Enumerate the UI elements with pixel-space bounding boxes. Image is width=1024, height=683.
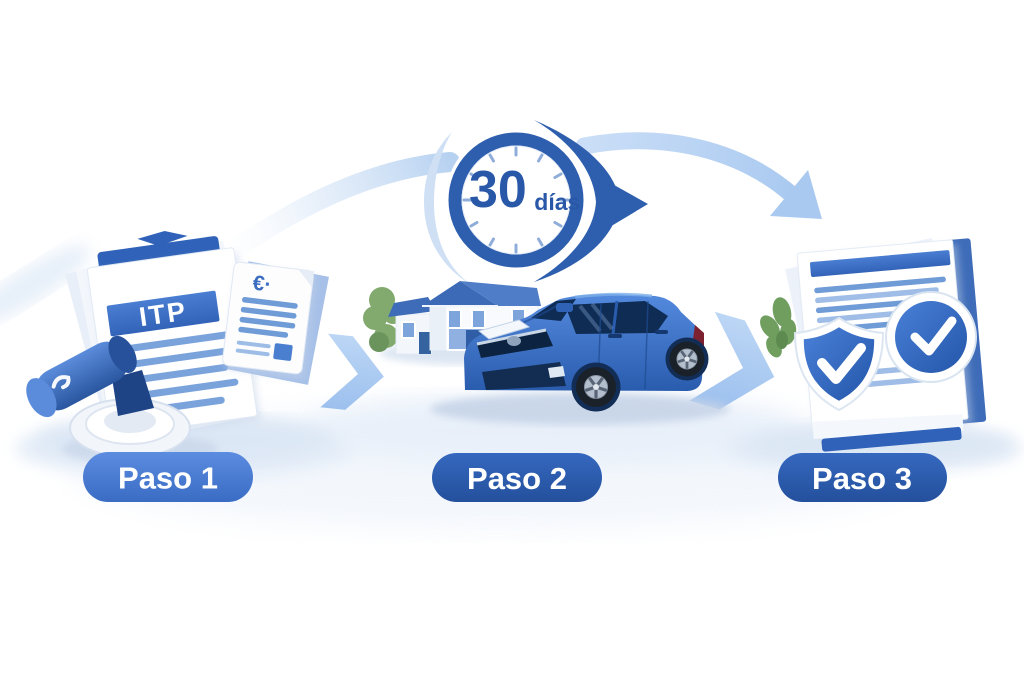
leaf-icon [760,297,797,358]
step-2-illustration [363,281,730,425]
timeline-arc-right [575,132,822,219]
clock-value: 30 [469,161,527,219]
step-pill-label: Paso 1 [118,461,218,496]
car-icon [430,292,730,425]
car-headlight [477,319,531,340]
clock-unit: días [534,189,580,215]
clock-label: 30 días [469,161,580,219]
step-pill-label: Paso 3 [812,461,912,496]
shield-check-icon [793,316,885,412]
arrow-head-icon [770,170,822,219]
euro-document-icon: €· [222,261,329,385]
clock-icon: 30 días [424,120,648,284]
step-pill-label: Paso 2 [467,461,567,496]
timeline-arc-left [200,152,460,278]
chevron-arrow-icon-1 [320,333,384,410]
car-front-wheel [571,362,621,412]
step-2-pill: Paso 2 [432,453,602,502]
stamp-icon [26,335,218,464]
euro-symbol: €· [251,271,272,296]
chevron-arrow-icon-2 [689,311,775,410]
step-3-pill: Paso 3 [778,453,947,502]
itp-document-title: ITP [137,296,189,332]
car-rear-wheel [665,337,709,381]
clock-back-swoosh [424,132,470,284]
clock-arrow-icon [534,120,648,282]
step-3-illustration [743,238,1013,463]
step-1-pill: Paso 1 [83,452,253,502]
badge-check-icon [885,291,977,383]
euro-document-lines [235,297,298,361]
clock-ticks [462,146,570,254]
